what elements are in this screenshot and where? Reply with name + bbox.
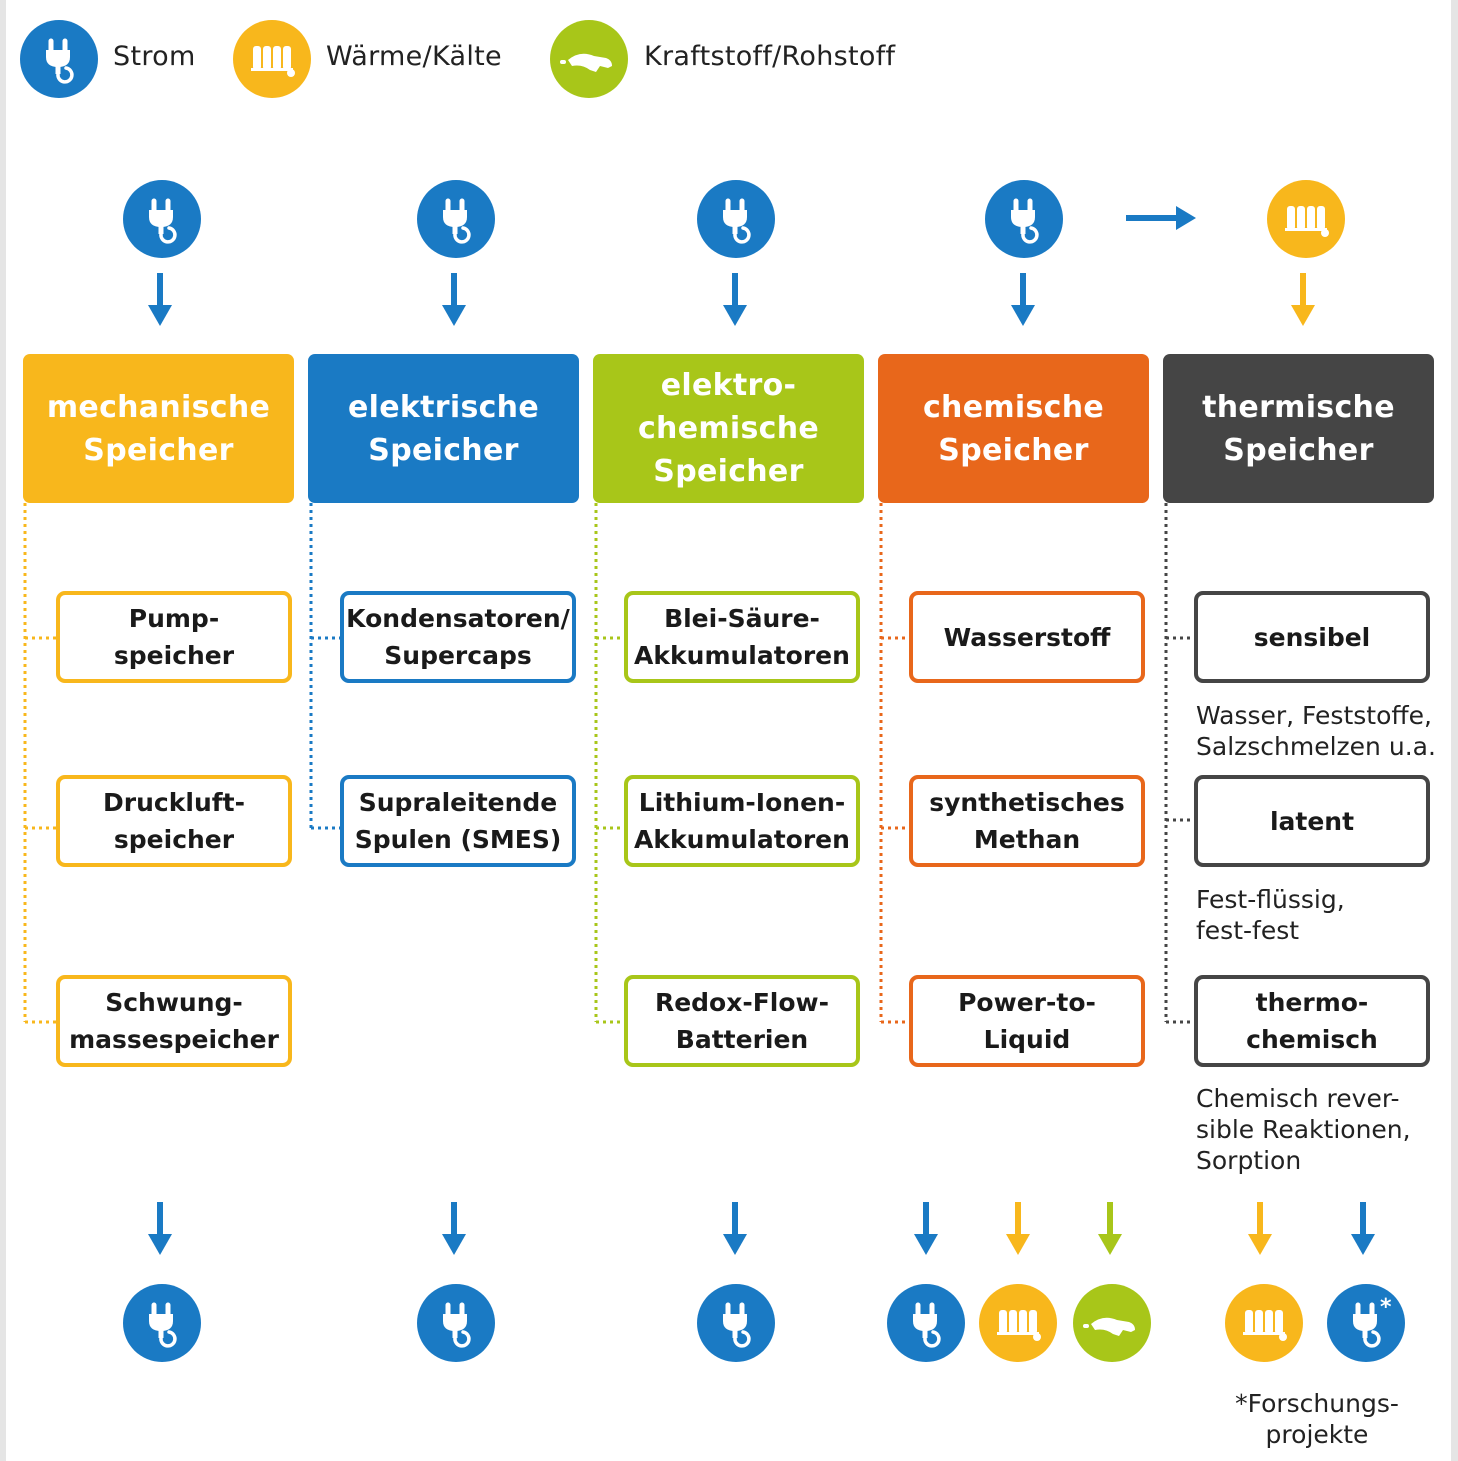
item-line: Redox-Flow- xyxy=(654,988,830,1017)
item-line: Supraleitende xyxy=(358,788,558,817)
item-line: chemisch xyxy=(1246,1025,1378,1054)
cat-line: Speicher xyxy=(368,432,519,468)
output-strom-icon-elektrisch xyxy=(417,1284,495,1362)
footnote-forschungsprojekte: *Forschungs-projekte xyxy=(1226,1388,1408,1450)
radiator-icon xyxy=(233,20,311,98)
item-line: speicher xyxy=(113,641,235,670)
cat-line: thermische xyxy=(1202,389,1395,425)
cat-line: Speicher xyxy=(938,432,1089,468)
output-radiator-icon-thermisch xyxy=(1225,1284,1303,1362)
item-line: Wasserstoff xyxy=(943,622,1111,652)
item-line: massespeicher xyxy=(69,1025,279,1054)
cat-line: chemische xyxy=(922,389,1105,425)
item-line: Akkumulatoren xyxy=(634,641,850,670)
item-line: Pump- xyxy=(128,604,220,633)
item-line: Akkumulatoren xyxy=(634,825,850,854)
item-line: Schwung- xyxy=(105,988,243,1017)
note-line: *Forschungs- xyxy=(1235,1389,1399,1418)
item-lithium-ionen: Lithium-Ionen- Akkumulatoren xyxy=(624,775,860,867)
input-waerme-icon-thermisch xyxy=(1267,180,1345,258)
output-fuel-nozzle-icon-chemisch xyxy=(1073,1284,1151,1362)
note-line: Salzschmelzen u.a. xyxy=(1196,732,1436,761)
note-latent: Fest-flüssig,fest-fest xyxy=(1196,884,1345,946)
input-strom-icon-chemisch xyxy=(985,180,1063,258)
note-line: sible Reaktionen, xyxy=(1196,1115,1411,1144)
output-strom-icon-mechanisch xyxy=(123,1284,201,1362)
output-strom-icon-elektrochemisch xyxy=(697,1284,775,1362)
cat-line: Speicher xyxy=(1223,432,1374,468)
item-line: speicher xyxy=(113,825,235,854)
item-latent: latent xyxy=(1194,775,1430,867)
cat-line: mechanische xyxy=(46,389,271,425)
item-wasserstoff: Wasserstoff xyxy=(909,591,1145,683)
note-line: Sorption xyxy=(1196,1146,1302,1175)
frame-right xyxy=(1451,0,1458,1461)
frame-left xyxy=(0,0,6,1461)
item-line: Liquid xyxy=(983,1025,1071,1054)
item-line: Power-to- xyxy=(958,988,1096,1017)
item-power-to-liquid: Power-to- Liquid xyxy=(909,975,1145,1067)
output-strom-icon-chemisch xyxy=(887,1284,965,1362)
note-thermochemisch: Chemisch rever-sible Reaktionen,Sorption xyxy=(1196,1083,1411,1176)
item-line: latent xyxy=(1269,806,1355,836)
cat-line: Speicher xyxy=(653,454,804,489)
item-sensibel: sensibel xyxy=(1194,591,1430,683)
item-line: Spulen (SMES) xyxy=(354,825,562,854)
output-strom-icon-thermisch: * xyxy=(1327,1284,1405,1362)
item-line: Blei-Säure- xyxy=(664,604,820,633)
item-line: Druckluft- xyxy=(103,788,245,817)
item-line: synthetisches xyxy=(929,788,1125,817)
item-pumpspeicher: Pump-speicher xyxy=(56,591,292,683)
note-line: fest-fest xyxy=(1196,916,1300,945)
note-sensibel: Wasser, Feststoffe,Salzschmelzen u.a. xyxy=(1196,700,1436,762)
fuel-nozzle-icon xyxy=(550,20,628,98)
item-line: Batterien xyxy=(675,1025,809,1054)
output-radiator-icon-chemisch xyxy=(979,1284,1057,1362)
legend-waerme: Wärme/Kälte xyxy=(326,41,502,72)
item-schwungmassespeicher: Schwung-massespeicher xyxy=(56,975,292,1067)
note-line: Chemisch rever- xyxy=(1196,1084,1400,1113)
item-line: Methan xyxy=(973,825,1081,854)
item-line: thermo- xyxy=(1255,988,1369,1017)
item-redox-flow: Redox-Flow- Batterien xyxy=(624,975,860,1067)
cat-line: Speicher xyxy=(83,432,234,468)
item-line: Supercaps xyxy=(384,641,532,670)
note-line: projekte xyxy=(1265,1420,1369,1449)
note-line: Fest-flüssig, xyxy=(1196,885,1345,914)
item-line: Lithium-Ionen- xyxy=(638,788,846,817)
input-strom-icon-mechanisch xyxy=(123,180,201,258)
item-druckluftspeicher: Druckluft-speicher xyxy=(56,775,292,867)
input-strom-icon-elektrochemisch xyxy=(697,180,775,258)
item-thermochemisch: thermo-chemisch xyxy=(1194,975,1430,1067)
item-kondensatoren: Kondensatoren/Supercaps xyxy=(340,591,576,683)
asterisk-mark: * xyxy=(1380,1295,1392,1320)
note-line: Wasser, Feststoffe, xyxy=(1196,701,1432,730)
input-strom-icon-elektrisch xyxy=(417,180,495,258)
strom-icon xyxy=(20,20,98,98)
item-line: Kondensatoren/ xyxy=(346,604,570,633)
item-line: sensibel xyxy=(1253,622,1371,652)
cat-line: elektro- xyxy=(660,368,797,403)
cat-line: elektrische xyxy=(348,389,539,425)
legend-kraftstoff: Kraftstoff/Rohstoff xyxy=(644,41,896,72)
cat-line: chemische xyxy=(637,411,820,446)
legend-strom: Strom xyxy=(113,41,196,72)
item-blei-saeure: Blei-Säure- Akkumulatoren xyxy=(624,591,860,683)
